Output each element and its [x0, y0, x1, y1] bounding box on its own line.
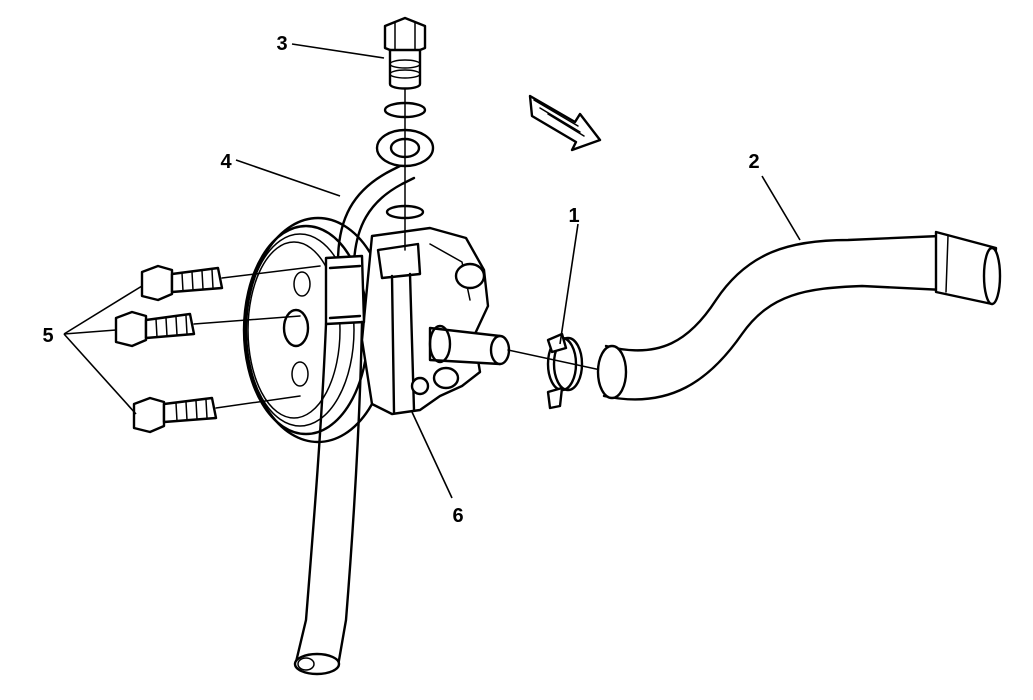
mounting-bolt-upper [140, 264, 224, 302]
leader-line-5a [63, 285, 143, 335]
callout-2: 2 [748, 151, 759, 173]
leader-line-5b [63, 329, 117, 335]
callout-3: 3 [276, 33, 287, 55]
leader-line-6 [411, 411, 453, 499]
mounting-bolt-middle [114, 310, 196, 348]
leader-line-4 [235, 159, 341, 197]
mounting-bolt-lower [132, 396, 218, 434]
callout-5: 5 [42, 325, 53, 347]
leader-line-2 [761, 175, 801, 241]
callout-4: 4 [220, 151, 232, 173]
leader-line-5c [63, 333, 137, 415]
callout-6: 6 [452, 505, 463, 527]
leader-line-1 [559, 223, 579, 345]
leader-line-3 [291, 43, 385, 59]
power-steering-pump-icon [360, 226, 511, 416]
callout-1: 1 [568, 205, 579, 227]
hose-clamp-icon [546, 332, 584, 410]
pressure-line-icon [293, 128, 435, 676]
inlet-hose-icon [596, 230, 1002, 401]
banjo-bolt-icon [383, 16, 427, 90]
direction-arrow-icon [528, 94, 602, 152]
